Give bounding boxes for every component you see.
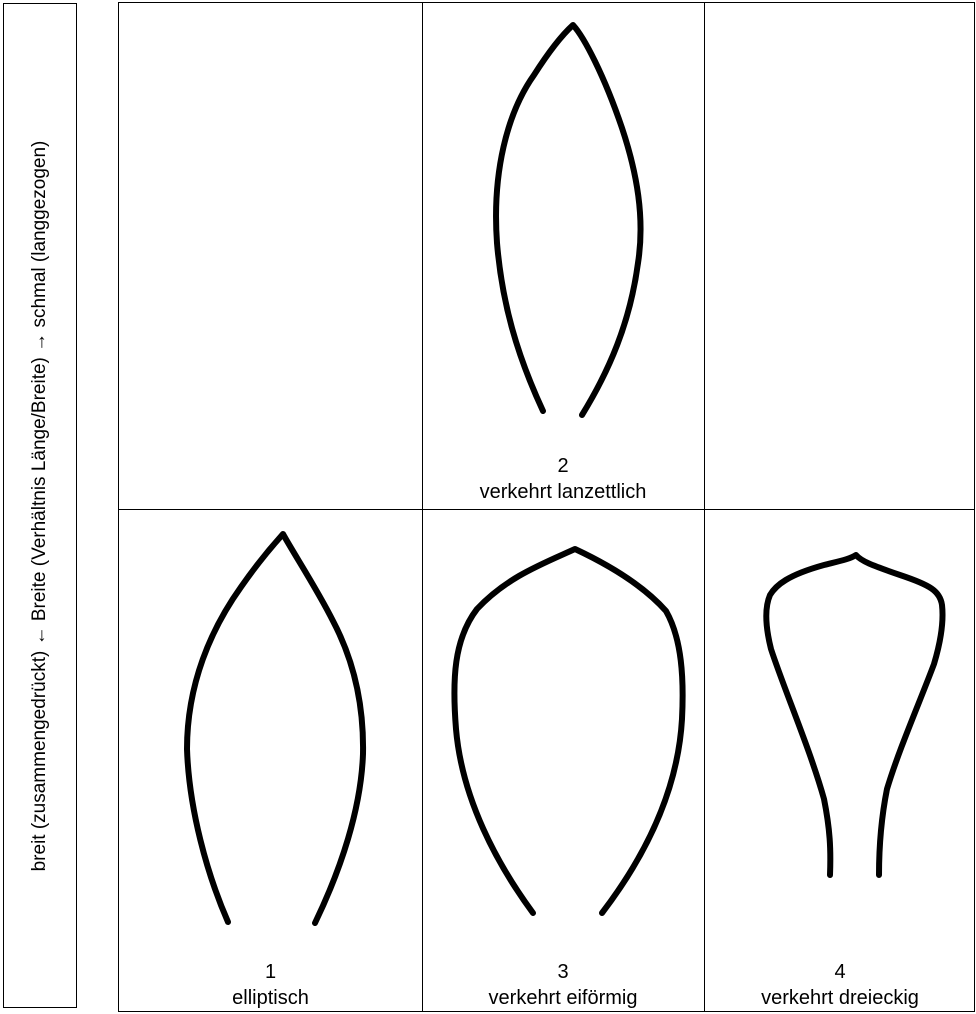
empty-cell [704,3,976,509]
oblanceolate-leaf-icon [422,3,704,509]
shape-name: verkehrt eiförmig [422,985,704,1011]
elliptic-leaf-icon [119,509,422,1013]
obtriangular-leaf-icon [704,509,976,1013]
shape-number: 1 [119,959,422,985]
shape-cell-obovate: 3 verkehrt eiförmig [422,509,704,1013]
shape-number: 2 [422,453,704,479]
shape-number: 3 [422,959,704,985]
empty-cell [119,3,422,509]
shape-name: verkehrt lanzettlich [422,479,704,505]
leaf-shape-table: 2 verkehrt lanzettlich 1 elliptisch 3 ve… [118,2,975,1012]
shape-cell-oblanceolate: 2 verkehrt lanzettlich [422,3,704,509]
shape-name: elliptisch [119,985,422,1011]
shape-number: 4 [704,959,976,985]
shape-name: verkehrt dreieckig [704,985,976,1011]
shape-cell-obtriangular: 4 verkehrt dreieckig [704,509,976,1013]
shape-cell-elliptic: 1 elliptisch [119,509,422,1013]
axis-label: breit (zusammengedrückt) ← Breite (Verhä… [29,140,51,871]
axis-label-box: breit (zusammengedrückt) ← Breite (Verhä… [3,3,77,1008]
obovate-leaf-icon [422,509,704,1013]
